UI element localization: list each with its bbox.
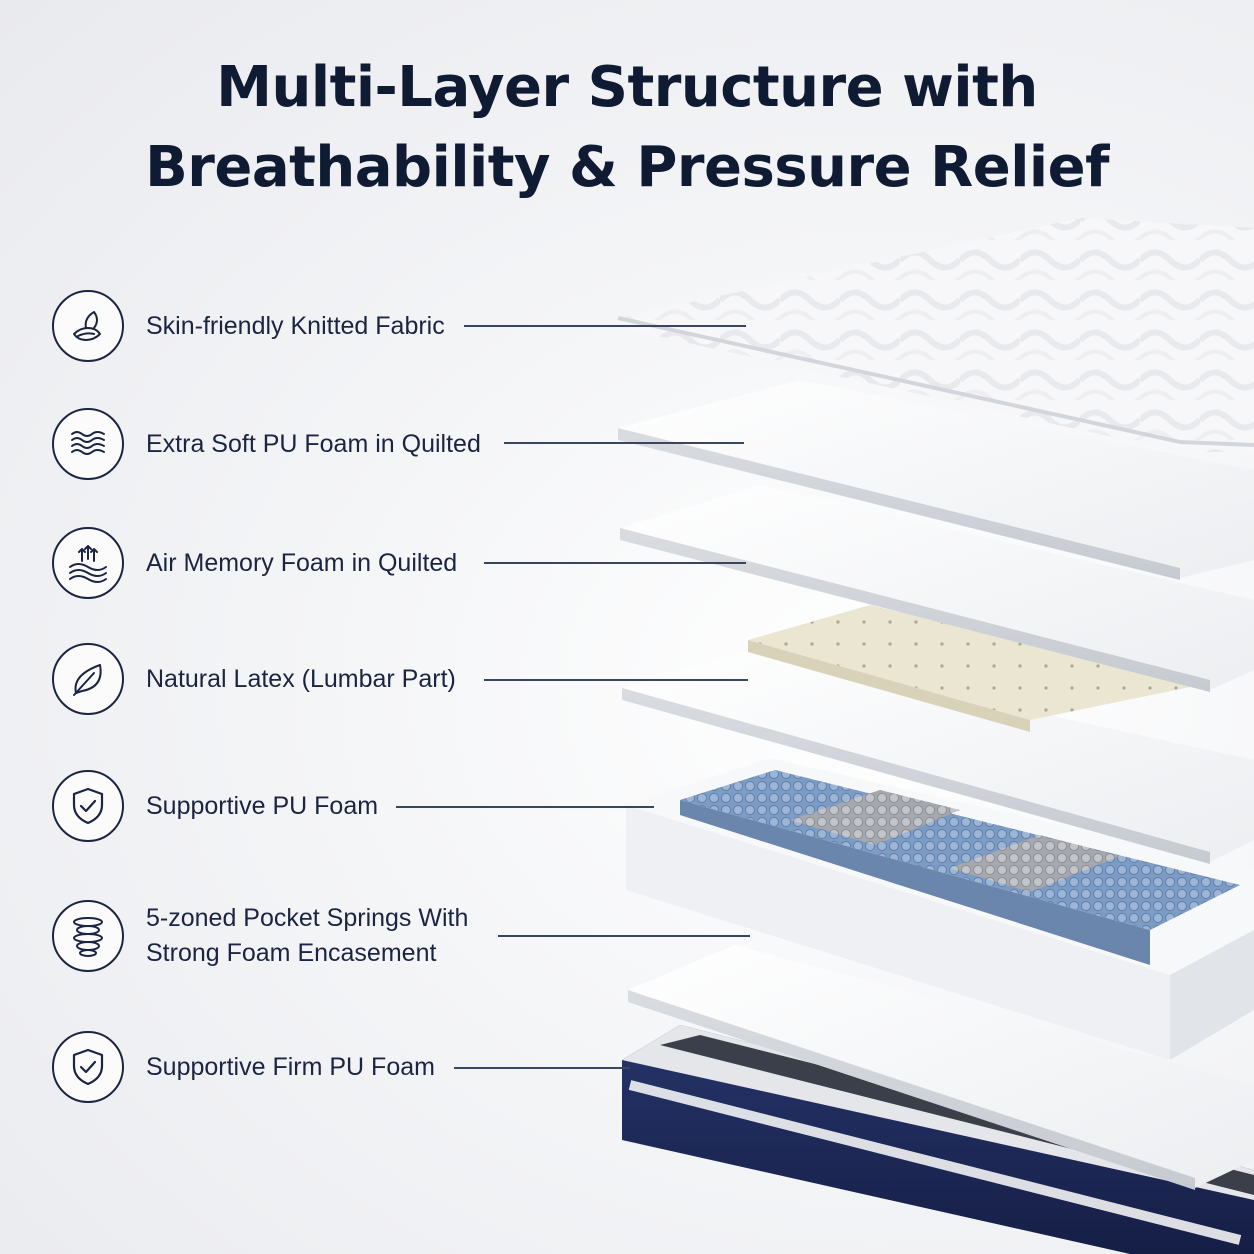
- leader-line-1: [464, 325, 746, 327]
- leader-line-3: [484, 562, 746, 564]
- feature-label: Supportive Firm PU Foam: [146, 1052, 435, 1081]
- feature-label-line-2: Strong Foam Encasement: [146, 939, 437, 967]
- layer-knitted-fabric: [617, 218, 1254, 452]
- layer-natural-latex: [748, 605, 1200, 732]
- feature-air-memory-foam: Air Memory Foam in Quilted: [52, 527, 457, 599]
- feature-pocket-springs: 5-zoned Pocket Springs With Strong Foam …: [52, 900, 468, 972]
- layer-extra-soft-foam: [618, 380, 1254, 580]
- shield-check-icon: [52, 1031, 124, 1103]
- shield-check-icon: [52, 770, 124, 842]
- feature-label: Natural Latex (Lumbar Part): [146, 664, 456, 693]
- page-title: Multi-Layer Structure with Breathability…: [0, 48, 1254, 208]
- feature-firm-foam: Supportive Firm PU Foam: [52, 1031, 435, 1103]
- feature-label: Extra Soft PU Foam in Quilted: [146, 429, 481, 458]
- leader-line-6: [498, 935, 750, 937]
- feature-label: Supportive PU Foam: [146, 791, 379, 820]
- waves-icon: [52, 408, 124, 480]
- feature-label: Skin-friendly Knitted Fabric: [146, 311, 445, 340]
- feature-knitted-fabric: Skin-friendly Knitted Fabric: [52, 290, 445, 362]
- title-line-2: Breathability & Pressure Relief: [145, 135, 1109, 200]
- feature-natural-latex: Natural Latex (Lumbar Part): [52, 643, 456, 715]
- airflow-icon: [52, 527, 124, 599]
- leaf-icon: [52, 290, 124, 362]
- feature-label: Air Memory Foam in Quilted: [146, 548, 458, 577]
- leaf-outline-icon: [52, 643, 124, 715]
- leader-line-2: [504, 442, 744, 444]
- feature-label-line-1: 5-zoned Pocket Springs With: [146, 904, 469, 932]
- layer-pocket-springs: [626, 758, 1254, 1060]
- spring-coil-icon: [52, 900, 124, 972]
- feature-supportive-foam: Supportive PU Foam: [52, 770, 378, 842]
- layer-air-memory-foam: [620, 485, 1254, 692]
- leader-line-5: [396, 806, 654, 808]
- layer-firm-foam: [628, 945, 1254, 1190]
- layer-supportive-foam: [622, 650, 1254, 864]
- leader-line-7: [454, 1067, 630, 1069]
- feature-extra-soft-foam: Extra Soft PU Foam in Quilted: [52, 408, 481, 480]
- leader-line-4: [484, 679, 748, 681]
- title-line-1: Multi-Layer Structure with: [216, 55, 1038, 120]
- feature-label: 5-zoned Pocket Springs With Strong Foam …: [146, 901, 468, 971]
